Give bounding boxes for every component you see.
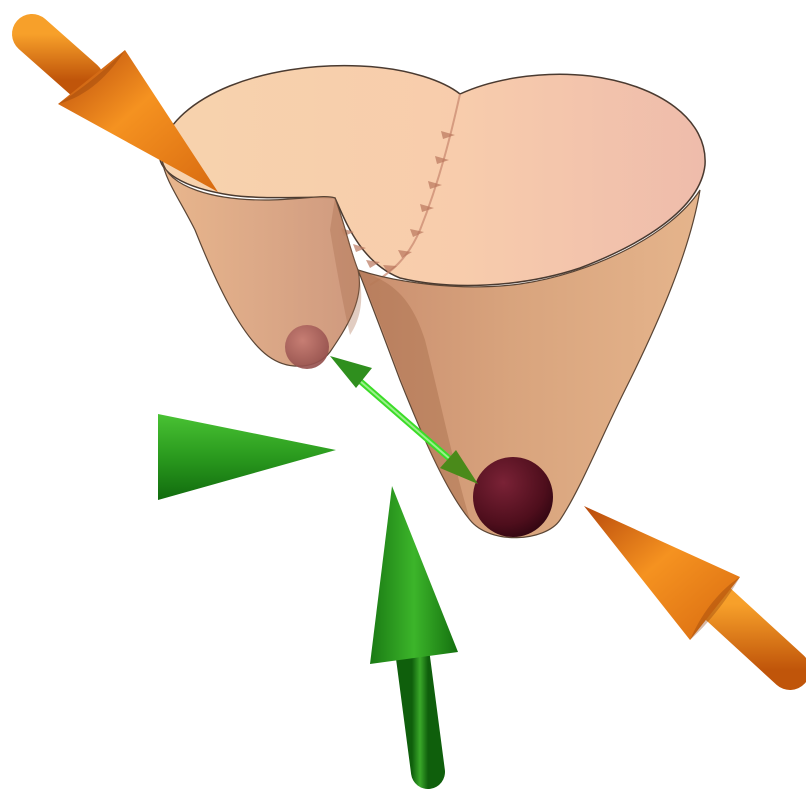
ball-shallow-well (285, 325, 329, 369)
green-arrow-bottom (370, 486, 458, 772)
ball-deep-well (473, 457, 553, 537)
green-arrow-left (58, 414, 336, 500)
orange-arrow-bottom-right (584, 506, 790, 670)
